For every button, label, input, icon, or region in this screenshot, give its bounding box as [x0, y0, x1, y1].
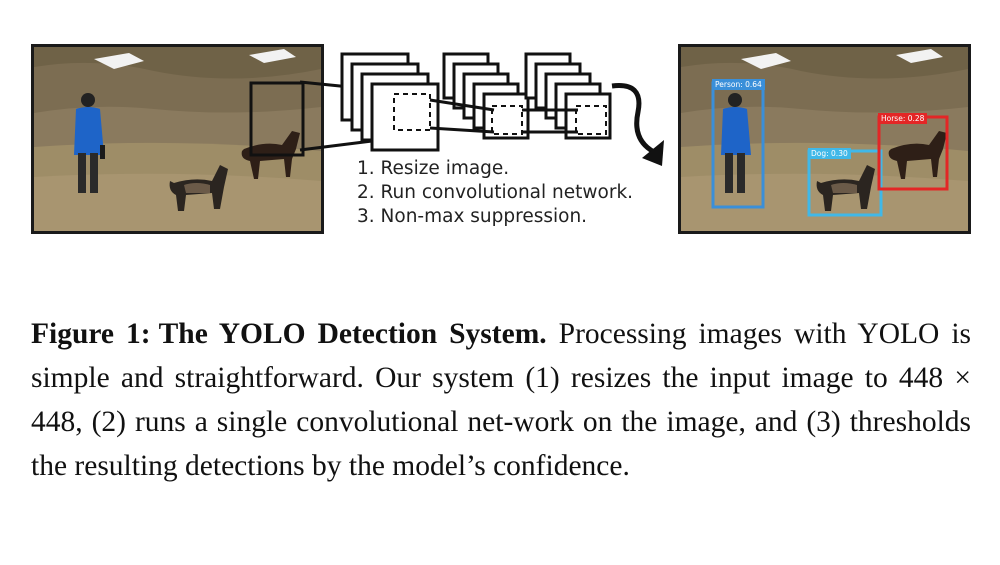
output-photo: Person: 0.64 Dog: 0.30 Horse: 0.28 — [678, 44, 971, 234]
figure-caption: Figure 1:The YOLO Detection System. Proc… — [31, 312, 971, 488]
caption-text-2: 448, (2) runs a single convolutional net… — [31, 406, 971, 482]
person-detection-label: Person: 0.64 — [712, 79, 765, 90]
figure-title: The YOLO Detection System. — [158, 318, 547, 350]
times-symbol: × — [954, 362, 971, 394]
input-scene — [34, 47, 321, 231]
output-scene — [681, 47, 968, 231]
pipeline-steps: 1. Resize image. 2. Run convolutional ne… — [357, 157, 633, 229]
horse-detection-label: Horse: 0.28 — [878, 113, 928, 124]
network-diagram — [299, 52, 664, 166]
step-nms: 3. Non-max suppression. — [357, 206, 588, 227]
dog-detection-label: Dog: 0.30 — [808, 148, 851, 159]
step-resize: 1. Resize image. — [357, 158, 510, 179]
figure-number: Figure 1: — [31, 318, 151, 350]
arrow-head-icon — [642, 140, 664, 166]
yolo-figure: 1. Resize image. 2. Run convolutional ne… — [0, 0, 1000, 260]
input-photo — [31, 44, 324, 234]
caption-text-1: Processing images with YOLO is simple an… — [31, 318, 971, 394]
step-convnet: 2. Run convolutional network. — [357, 182, 634, 203]
